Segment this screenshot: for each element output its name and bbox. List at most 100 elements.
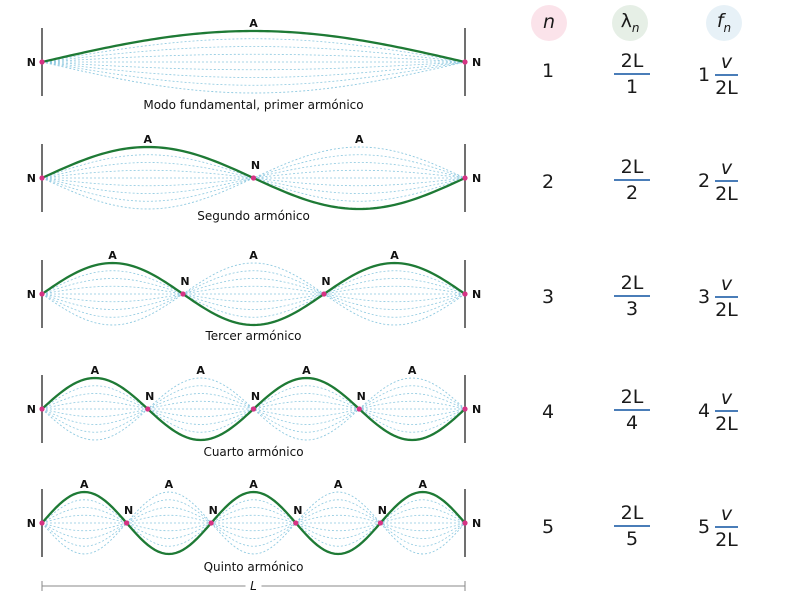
envelope-curve: [41, 491, 466, 555]
standing-wave: [41, 29, 466, 64]
node-dot: [462, 59, 468, 65]
node-dot: [462, 175, 468, 181]
lambda-header: λn: [620, 10, 640, 35]
node-label: N: [472, 172, 481, 185]
envelope-curve: [41, 278, 466, 310]
envelope-curve: [41, 393, 466, 425]
node-label: N: [27, 403, 36, 416]
envelope-curve: [41, 46, 466, 63]
n-value-3: 3: [541, 286, 555, 308]
node-dot: [250, 175, 257, 181]
envelope-curve: [41, 507, 466, 539]
node-label: N: [27, 288, 36, 301]
envelope-curve: [41, 285, 466, 303]
node-dot: [462, 291, 468, 297]
envelope-curve: [41, 285, 466, 303]
antinode-label: A: [249, 478, 258, 491]
antinode-label: A: [355, 133, 364, 146]
envelope-curve: [41, 385, 466, 433]
node-label: N: [27, 56, 36, 69]
envelope-curve: [41, 53, 466, 63]
mode-caption: Quinto armónico: [204, 560, 304, 574]
node-dot: [462, 520, 468, 526]
length-label: L: [250, 579, 257, 593]
antinode-label: A: [91, 364, 100, 377]
antinode-label: A: [80, 478, 89, 491]
antinode-label: A: [108, 249, 117, 262]
node-dot: [356, 406, 362, 412]
node-label: N: [357, 390, 366, 403]
envelope-curve: [41, 61, 466, 94]
antinode-label: A: [408, 364, 417, 377]
node-label: N: [472, 517, 481, 530]
envelope-curve: [41, 162, 466, 194]
envelope-curve: [41, 499, 466, 547]
antinode-label: A: [249, 17, 258, 30]
envelope-curve: [41, 400, 466, 418]
envelope-curve: [41, 393, 466, 425]
antinode-label: A: [165, 478, 174, 491]
mode-caption: Modo fundamental, primer armónico: [143, 98, 363, 112]
node-dot: [145, 406, 151, 412]
n-value-1: 1: [541, 60, 555, 82]
node-dot: [293, 520, 299, 526]
node-label: N: [378, 504, 387, 517]
envelope-curve: [41, 278, 466, 310]
node-label: N: [180, 275, 189, 288]
node-dot: [124, 520, 130, 526]
n-header: n: [542, 11, 556, 33]
node-dot: [208, 520, 214, 526]
antinode-label: A: [390, 249, 399, 262]
envelope-curve: [41, 499, 466, 547]
antinode-label: A: [334, 478, 343, 491]
envelope-curve: [41, 385, 466, 433]
standing-wave: [41, 261, 466, 327]
n-value-2: 2: [541, 171, 555, 193]
lambda-header-circle: [612, 5, 648, 41]
node-dot: [39, 175, 45, 181]
mode-caption: Cuarto armónico: [203, 445, 303, 459]
envelope-curve: [41, 270, 466, 318]
mode-caption: Tercer armónico: [204, 329, 301, 343]
envelope-curve: [41, 38, 466, 63]
envelope-curve: [41, 61, 466, 86]
node-label: N: [293, 504, 302, 517]
node-dot: [180, 291, 186, 297]
envelope-curve: [41, 400, 466, 418]
envelope-curve: [41, 507, 466, 539]
node-label: N: [472, 403, 481, 416]
node-dot: [39, 59, 45, 65]
node-label: N: [145, 390, 154, 403]
envelope-curve: [41, 61, 466, 78]
n-value-4: 4: [541, 401, 555, 423]
node-dot: [39, 520, 45, 526]
antinode-label: A: [418, 478, 427, 491]
n-value-5: 5: [541, 516, 555, 538]
node-label: N: [472, 288, 481, 301]
node-label: N: [251, 390, 260, 403]
mode-caption: Segundo armónico: [197, 209, 310, 223]
length-label-bg: [245, 578, 262, 594]
antinode-label: A: [143, 133, 152, 146]
envelope-curve: [41, 377, 466, 441]
envelope-curve: [41, 262, 466, 326]
node-label: N: [124, 504, 133, 517]
node-label: N: [321, 275, 330, 288]
node-label: N: [251, 159, 260, 172]
antinode-label: A: [302, 364, 311, 377]
node-label: N: [27, 172, 36, 185]
envelope-curve: [41, 270, 466, 318]
node-dot: [39, 406, 45, 412]
envelope-curve: [41, 146, 466, 210]
node-label: N: [472, 56, 481, 69]
